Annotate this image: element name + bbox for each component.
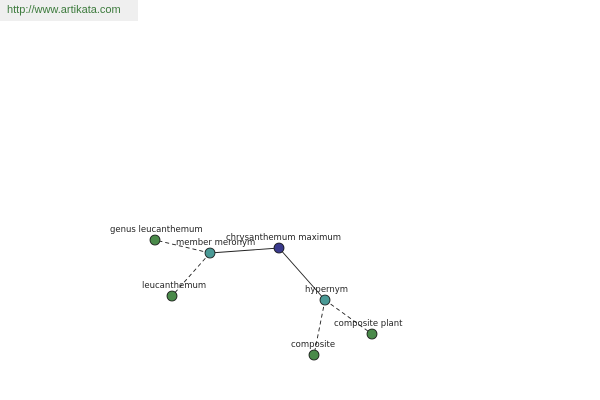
node-hypernym[interactable] (319, 294, 331, 306)
node-label-composite-plant: composite plant (334, 319, 403, 329)
edge-member-meronym-to-leucanthemum (171, 252, 211, 297)
node-label-composite: composite (291, 340, 335, 350)
node-root[interactable] (273, 242, 285, 254)
edge-hypernym-to-composite (313, 299, 326, 356)
graph-edges (154, 239, 373, 356)
edge-hypernym-to-composite-plant (324, 299, 373, 335)
watermark: http://www.artikata.com (0, 0, 138, 21)
watermark-url[interactable]: http://www.artikata.com (7, 4, 121, 16)
node-member-meronym[interactable] (204, 247, 216, 259)
node-leucanthemum[interactable] (166, 290, 178, 302)
edge-root-to-member-meronym (209, 247, 280, 254)
node-label-hypernym: hypernym (305, 285, 348, 295)
node-composite[interactable] (308, 349, 320, 361)
node-composite-plant[interactable] (366, 328, 378, 340)
node-genus-leucanthemum[interactable] (149, 234, 161, 246)
edge-root-to-hypernym (278, 247, 326, 301)
node-label-member-meronym: member meronym (176, 238, 255, 248)
node-label-genus-leucanthemum: genus leucanthemum (110, 225, 203, 235)
graph-nodes (149, 234, 378, 361)
edge-member-meronym-to-genus-leucanthemum (154, 239, 211, 254)
node-label-leucanthemum: leucanthemum (142, 281, 206, 291)
node-label-root: chrysanthemum maximum (226, 233, 341, 243)
